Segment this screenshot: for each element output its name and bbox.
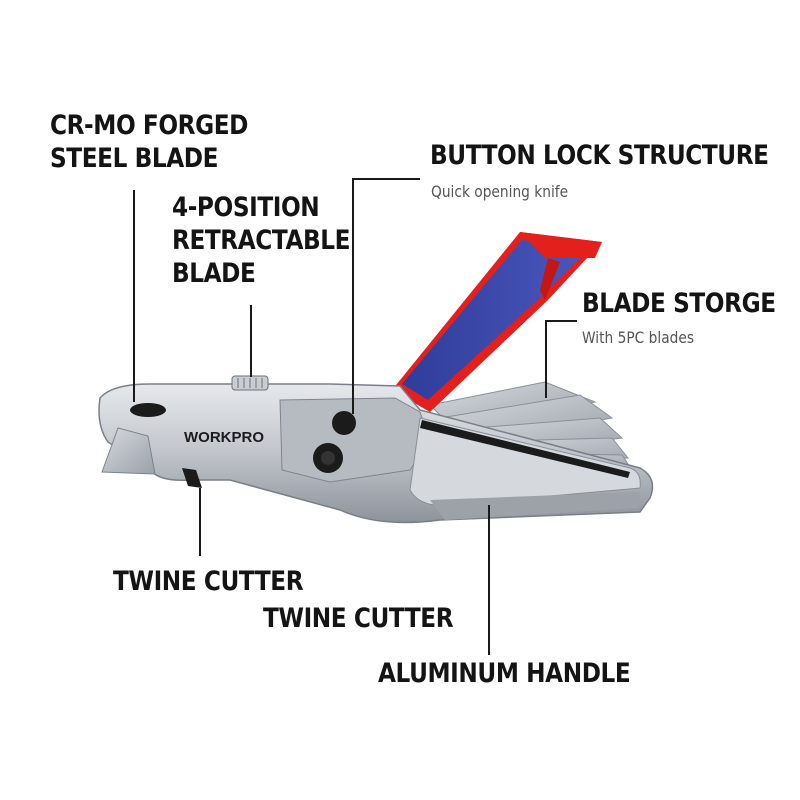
leader-button-lock-v [352, 178, 354, 414]
lock-button [332, 411, 356, 435]
leader-blade-storage-h [545, 320, 577, 322]
callout-twine-cutter-2: TWINE CUTTER [263, 603, 454, 634]
callout-retractable-line3: BLADE [172, 257, 256, 289]
callout-steel-blade-line1: CR-MO FORGED [50, 110, 249, 141]
callout-retractable-line2: RETRACTABLE [172, 224, 351, 256]
leader-button-lock-h [352, 178, 420, 180]
leader-blade-storage-v [545, 320, 547, 398]
leader-steel-blade [133, 190, 135, 402]
callout-twine-cutter-1: TWINE CUTTER [113, 566, 304, 597]
callout-button-lock-title: BUTTON LOCK STRUCTURE [430, 140, 769, 171]
leader-retractable [250, 305, 252, 377]
blade-slot [130, 403, 166, 417]
callout-steel-blade-line2: STEEL BLADE [50, 142, 219, 174]
callout-steel-blade: CR-MO FORGED STEEL BLADE [50, 110, 248, 176]
main-blade [101, 427, 156, 475]
callout-blade-storage-title: BLADE STORGE [582, 288, 776, 319]
brand-logo: WORKPRO [184, 429, 264, 446]
callout-button-lock-subtitle: Quick opening knife [431, 182, 569, 201]
callout-retractable-line1: 4-POSITION [172, 192, 320, 223]
callout-retractable: 4-POSITION RETRACTABLE BLADE [172, 192, 351, 291]
leader-handle [488, 505, 490, 655]
blade-storage-cover [392, 232, 602, 412]
callout-aluminum-handle: ALUMINUM HANDLE [378, 658, 631, 689]
callout-blade-storage-subtitle: With 5PC blades [582, 328, 695, 347]
knife-body [98, 375, 654, 524]
leader-twine-cutter [199, 488, 201, 556]
twine-cutter-slot [182, 468, 202, 488]
